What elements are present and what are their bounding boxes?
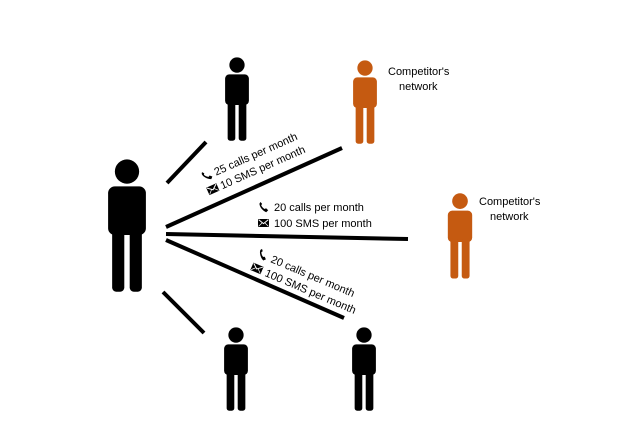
center-person-icon bbox=[108, 159, 146, 292]
phone-icon bbox=[259, 202, 269, 213]
sms-label: 100 SMS per month bbox=[274, 218, 372, 230]
top-competitor-label: Competitor's network bbox=[388, 66, 450, 93]
phone-icon bbox=[257, 248, 270, 262]
top-competitor-label-line1: Competitor's bbox=[388, 66, 450, 78]
right-competitor-label-line2: network bbox=[490, 211, 529, 223]
top-competitor-label-line2: network bbox=[399, 81, 438, 93]
edges bbox=[161, 140, 409, 335]
envelope-icon bbox=[249, 262, 265, 275]
right-competitor-label: Competitor's network bbox=[479, 196, 541, 223]
edge-to-right-competitor bbox=[165, 232, 409, 241]
top-person-icon bbox=[225, 57, 249, 141]
right-competitor-person-icon bbox=[447, 193, 473, 279]
calls-label: 20 calls per month bbox=[274, 202, 364, 214]
right-competitor-label-line1: Competitor's bbox=[479, 196, 541, 208]
envelope-icon bbox=[257, 218, 270, 228]
envelope-icon bbox=[205, 182, 221, 196]
bottom-left-person-icon bbox=[224, 327, 248, 411]
phone-icon bbox=[201, 169, 214, 182]
edge-to-bottom-left-user bbox=[161, 290, 206, 335]
top-competitor-person-icon bbox=[353, 60, 377, 144]
edge-to-top-user bbox=[165, 140, 208, 185]
edge-to-top-competitor bbox=[165, 146, 343, 229]
edge-to-bottom-right-user bbox=[165, 238, 345, 320]
edge-label-right-competitor: 20 calls per month 100 SMS per month bbox=[257, 202, 372, 230]
bottom-right-person-icon bbox=[352, 327, 376, 411]
